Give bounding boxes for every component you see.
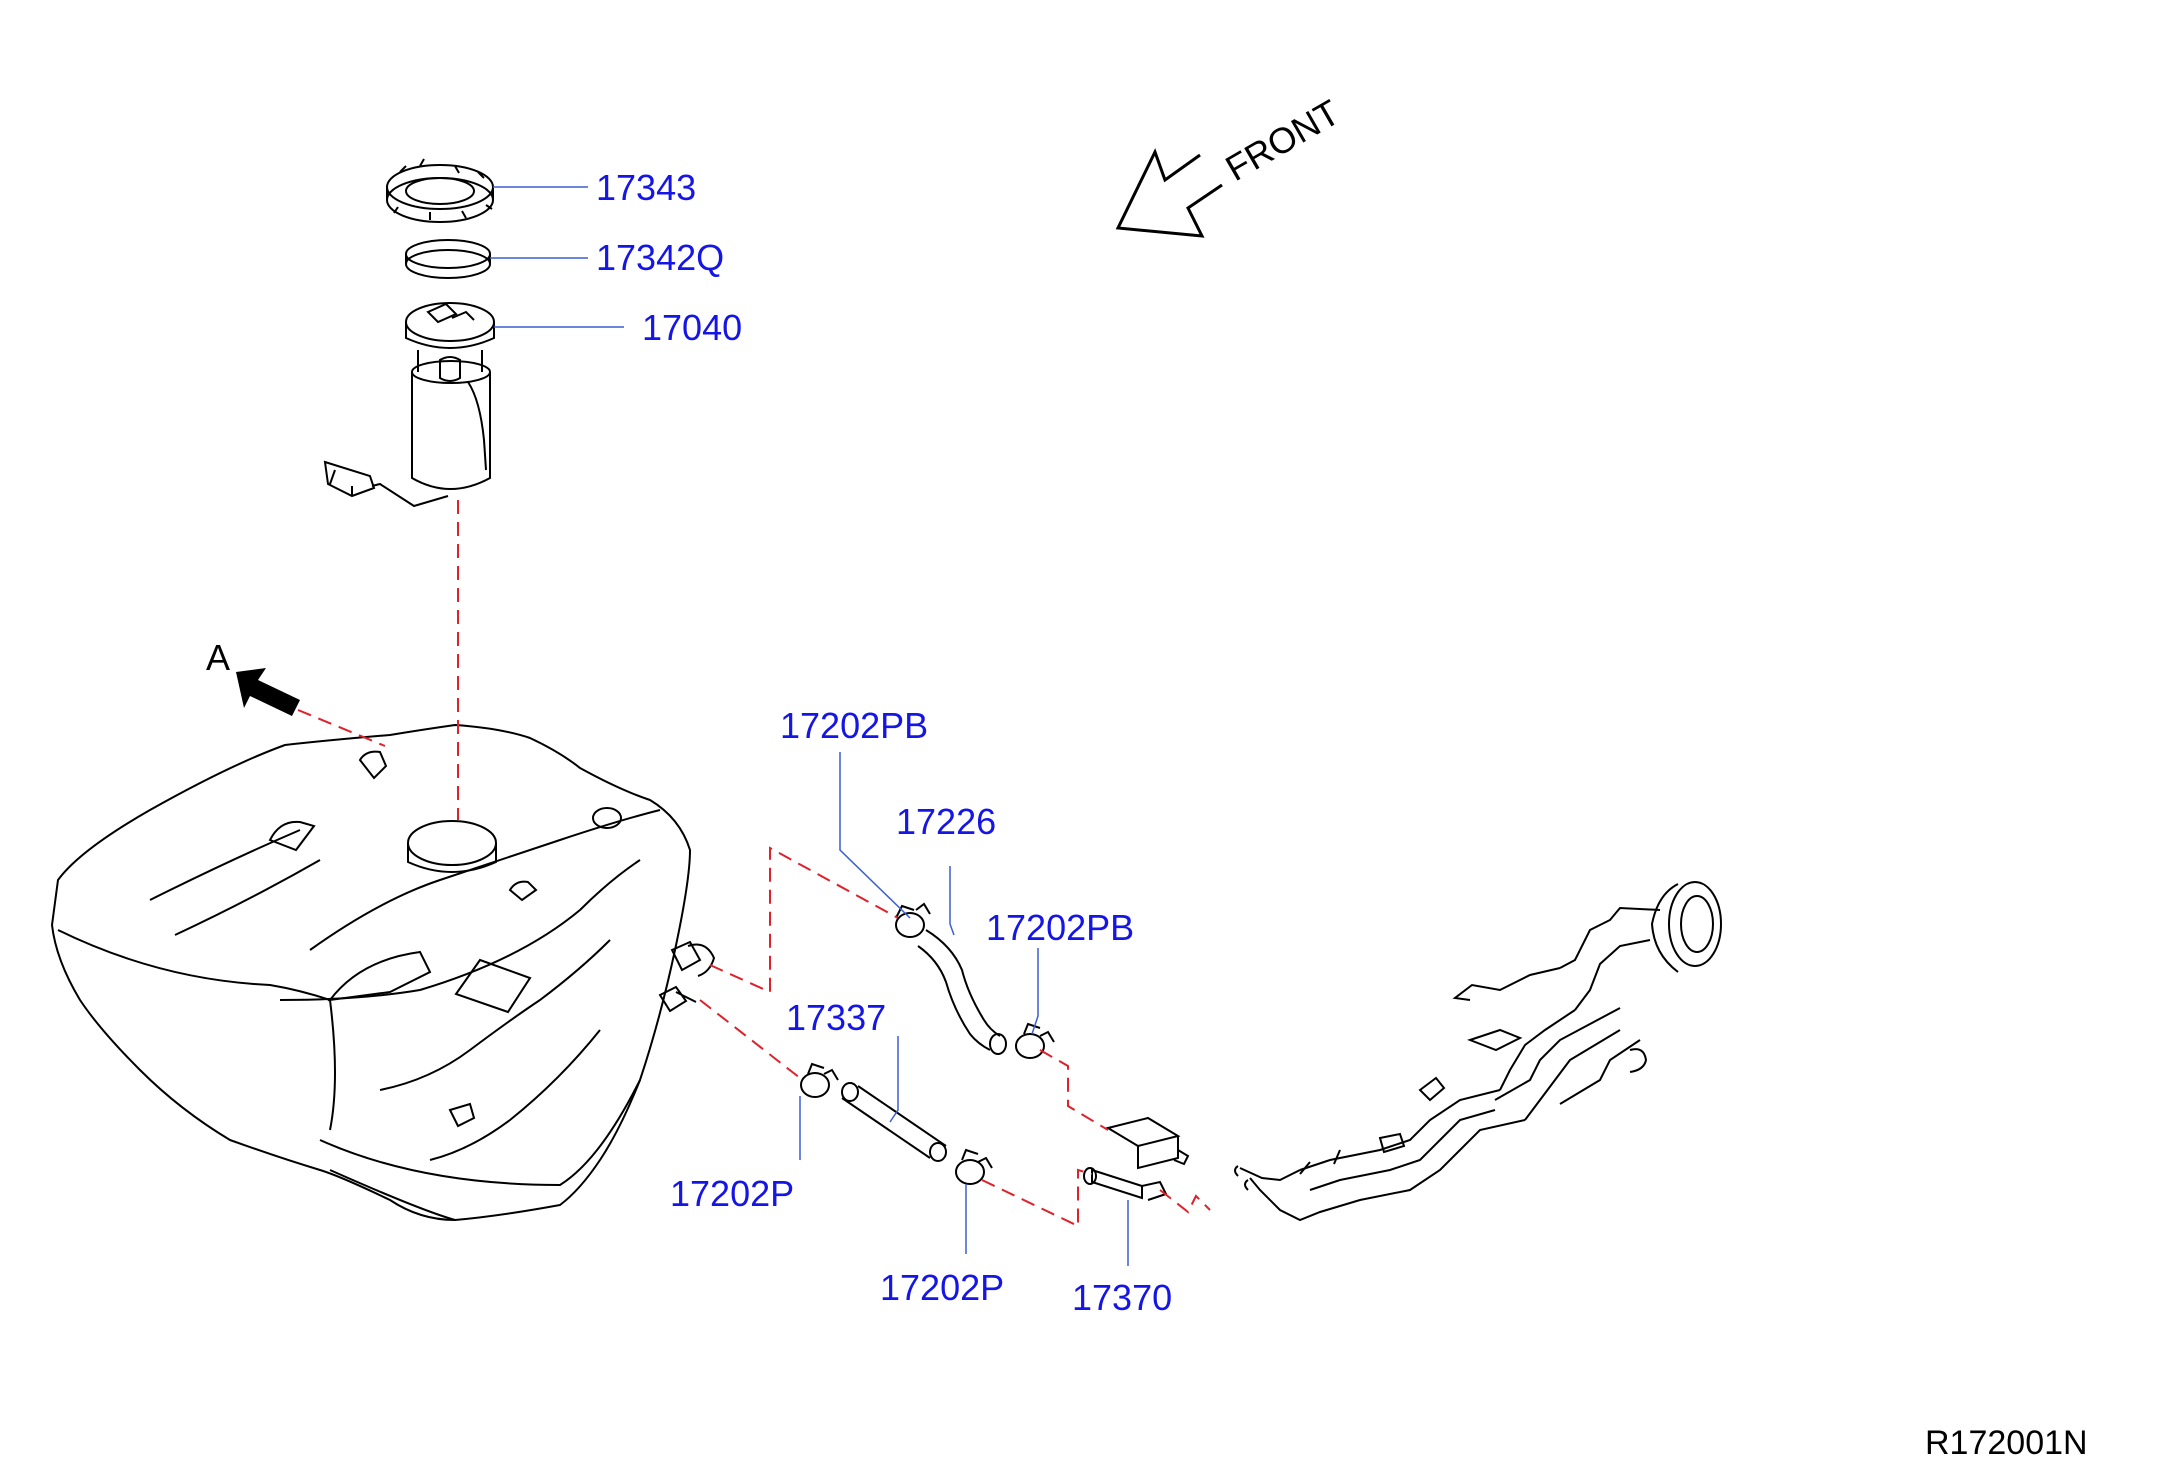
clamp-lower-left xyxy=(800,1062,839,1098)
part-label-17202p-right: 17202P xyxy=(880,1267,1004,1308)
front-direction-arrow xyxy=(1115,148,1223,238)
part-labels: 17343 17342Q 17040 17202PB 17226 17202PB… xyxy=(596,167,1172,1318)
assembly-lines xyxy=(297,500,1211,1228)
part-label-17226: 17226 xyxy=(896,801,996,842)
front-label: FRONT xyxy=(1219,91,1347,189)
fuel-hose-17337 xyxy=(841,1082,947,1162)
part-label-17370: 17370 xyxy=(1072,1277,1172,1318)
part-label-17343: 17343 xyxy=(596,167,696,208)
connector-17370 xyxy=(1083,1116,1190,1201)
fuel-pump-module xyxy=(323,302,495,508)
part-label-17202pb-upper: 17202PB xyxy=(780,705,928,746)
seal-ring xyxy=(405,239,491,279)
view-arrow-icon xyxy=(236,668,300,716)
lock-ring xyxy=(386,158,494,223)
part-label-17337: 17337 xyxy=(786,997,886,1038)
filler-neck-assembly xyxy=(1234,881,1722,1222)
clamp-upper-right xyxy=(1015,1022,1055,1059)
view-marker-a: A xyxy=(206,637,230,678)
clamp-lower-right xyxy=(955,1148,993,1185)
part-label-17202pb-lower: 17202PB xyxy=(986,907,1134,948)
reference-code: R172001N xyxy=(1925,1424,2088,1462)
part-label-17040: 17040 xyxy=(642,307,742,348)
fuel-tank xyxy=(50,723,716,1222)
fuel-hose-17226 xyxy=(917,929,1007,1055)
part-label-17202p-left: 17202P xyxy=(670,1173,794,1214)
leader-lines xyxy=(490,186,1129,1266)
clamp-upper-left xyxy=(895,902,931,938)
part-label-17342q: 17342Q xyxy=(596,237,724,278)
